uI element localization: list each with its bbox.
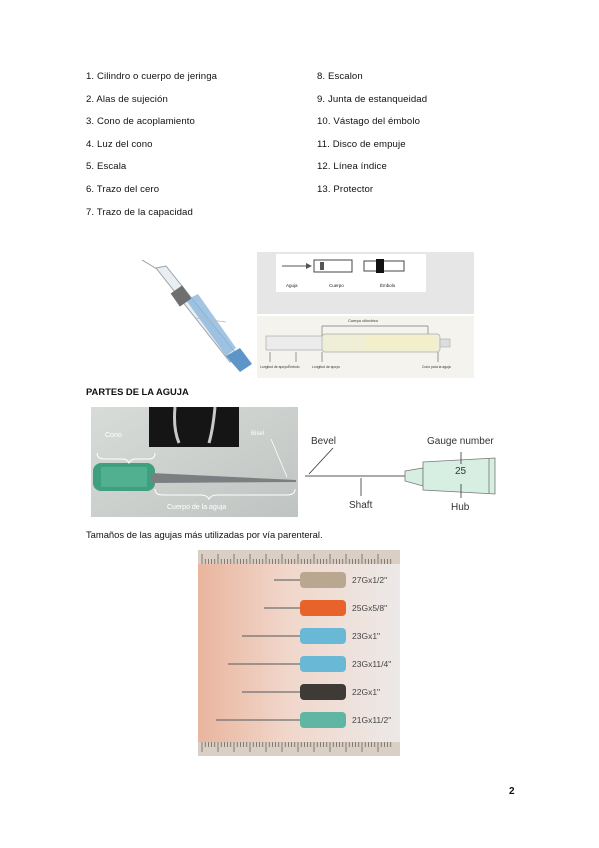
label-hub: Hub: [451, 502, 470, 513]
list-item: 3. Cono de acoplamiento: [86, 116, 195, 128]
diagonal-syringe: [141, 259, 252, 372]
needle-item: 21Gx11/2": [216, 712, 391, 728]
label-cono-aguja: Cono para la aguja: [422, 365, 451, 369]
gauge-value: 25: [455, 466, 467, 477]
needle-photo: Cono Bisel Cuerpo de la aguja: [91, 407, 298, 517]
needle-parts-heading: PARTES DE LA AGUJA: [86, 386, 189, 397]
needle-photo-illustration: Cono Bisel Cuerpo de la aguja: [91, 407, 298, 517]
list-item: 1. Cilindro o cuerpo de jeringa: [86, 71, 218, 82]
label-longitud-apoyo-1: Longitud de apoyo: [260, 365, 288, 369]
label-gauge-number: Gauge number: [427, 436, 494, 447]
horizontal-syringe: [265, 325, 451, 362]
needle-hub: [300, 572, 346, 588]
needle-sizes-illustration: 27Gx1/2" 25Gx5/8" 23Gx1" 23Gx11/4" 22Gx1" 21G…: [198, 550, 400, 756]
needle-hub: [300, 600, 346, 616]
label-bisel: Bisel: [251, 431, 264, 437]
needle-hub: [300, 656, 346, 672]
page-number: 2: [509, 786, 515, 797]
needle-diagram-illustration: Bevel Gauge number 25 Shaft Hub: [303, 424, 510, 518]
needle-item: 22Gx1": [242, 684, 380, 700]
list-item: 5. Escala: [86, 161, 127, 173]
needle-diagram: Bevel Gauge number 25 Shaft Hub: [303, 424, 510, 518]
needle-size-label: 25Gx5/8": [352, 603, 387, 613]
label-longitud-apoyo-2: Longitud de apoyo: [312, 365, 340, 369]
needle-set: 27Gx1/2" 25Gx5/8" 23Gx1" 23Gx11/4" 22Gx1" 21G…: [216, 572, 391, 728]
needle-sizes-photo: 27Gx1/2" 25Gx5/8" 23Gx1" 23Gx11/4" 22Gx1" 21G…: [198, 550, 400, 756]
label-aguja: Aguja: [286, 283, 298, 288]
syringe-figure: Aguja Cuerpo Émbolo Cuerpo cilíndrico Lo…: [126, 252, 474, 378]
needle-hub: [300, 684, 346, 700]
needle-size-label: 23Gx11/4": [352, 659, 391, 669]
small-syringe-parts: [282, 259, 405, 273]
label-bevel: Bevel: [311, 436, 336, 447]
syringe-illustration: Aguja Cuerpo Émbolo Cuerpo cilíndrico Lo…: [126, 252, 474, 378]
needle-size-label: 27Gx1/2": [352, 575, 387, 585]
list-item: 4. Luz del cono: [86, 138, 153, 150]
list-item: 9. Junta de estanqueidad: [317, 93, 428, 105]
label-cuerpo-cilindrico: Cuerpo cilíndrico: [348, 318, 379, 323]
list-item: 10. Vástago del émbolo: [317, 116, 421, 128]
list-item: 2. Alas de sujeción: [86, 93, 168, 105]
needle-size-label: 22Gx1": [352, 687, 380, 697]
list-item: 8. Escalon: [317, 71, 363, 82]
needle-item: 23Gx1": [242, 628, 380, 644]
list-item: 13. Protector: [317, 183, 374, 195]
label-embolo-bottom: Émbolo: [288, 364, 300, 369]
list-item: 12. Línea índice: [317, 161, 387, 173]
label-embolo: Émbolo: [380, 282, 396, 288]
label-cono: Cono: [105, 432, 122, 439]
list-item: 6. Trazo del cero: [86, 183, 160, 195]
parts-list-right: 8. Escalon 9. Junta de estanqueidad 10. …: [317, 66, 537, 202]
needle-sizes-caption: Tamaños de las agujas más utilizadas por…: [86, 529, 323, 540]
needle-hub: [300, 712, 346, 728]
list-item: 7. Trazo de la capacidad: [86, 206, 193, 218]
needle-size-label: 21Gx11/2": [352, 715, 391, 725]
list-item: 11. Disco de empuje: [317, 138, 406, 150]
needle-hub: [300, 628, 346, 644]
label-cuerpo: Cuerpo: [329, 283, 344, 288]
parts-list-left: 1. Cilindro o cuerpo de jeringa 2. Alas …: [86, 66, 306, 224]
label-cuerpo-aguja: Cuerpo de la aguja: [167, 504, 226, 511]
needle-item: 23Gx11/4": [228, 656, 391, 672]
ruler: [198, 550, 400, 756]
needle-item: 27Gx1/2": [274, 572, 387, 588]
needle-item: 25Gx5/8": [264, 600, 387, 616]
label-shaft: Shaft: [349, 500, 373, 511]
needle-size-label: 23Gx1": [352, 631, 380, 641]
